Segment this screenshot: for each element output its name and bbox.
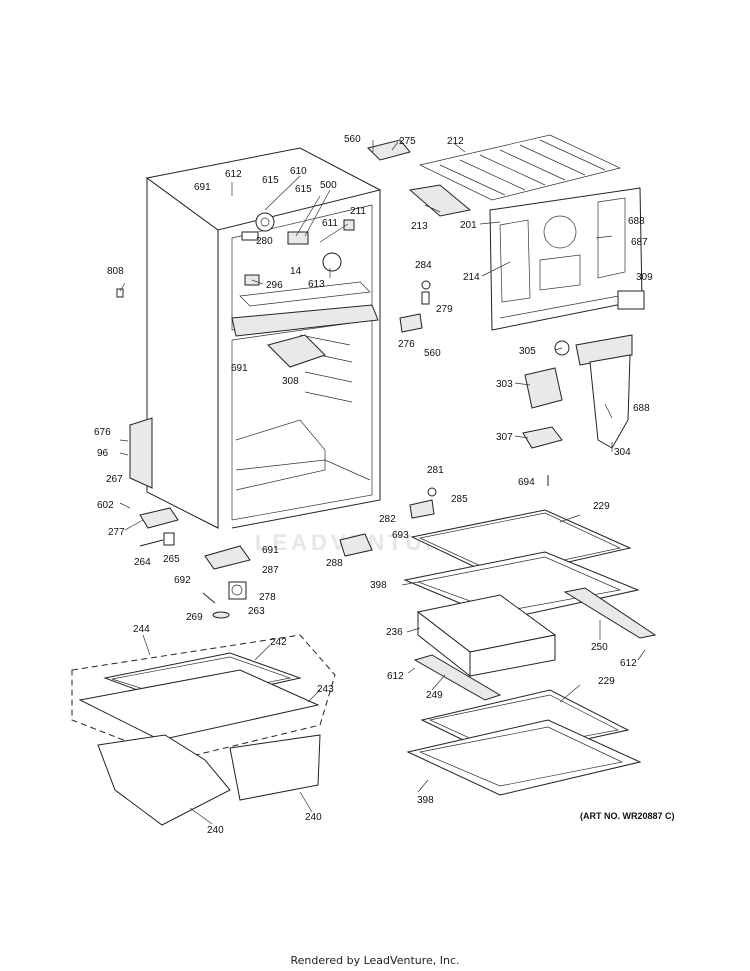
part-label: 249 — [426, 690, 443, 701]
part-label: 201 — [460, 220, 477, 231]
part-label: 612 — [387, 671, 404, 682]
part-label: 309 — [636, 272, 653, 283]
part-label: 307 — [496, 432, 513, 443]
part-label: 676 — [94, 427, 111, 438]
part-label: 275 — [399, 136, 416, 147]
small-parts — [116, 139, 549, 619]
part-label: 287 — [262, 565, 279, 576]
part-label: 691 — [231, 363, 248, 374]
part-label: 265 — [163, 554, 180, 565]
part-label: 611 — [322, 218, 338, 229]
part-label: 240 — [207, 825, 224, 836]
ice-tray-213 — [408, 184, 472, 217]
footer-credit: Rendered by LeadVenture, Inc. — [290, 954, 460, 967]
part-label: 229 — [593, 501, 610, 512]
part-label: 264 — [134, 557, 151, 568]
part-label: 308 — [282, 376, 299, 387]
part-label: 281 — [427, 465, 444, 476]
part-label: 305 — [519, 346, 536, 357]
part-label: 398 — [370, 580, 387, 591]
part-label: 612 — [620, 658, 637, 669]
part-label: 602 — [97, 500, 114, 511]
part-label: 269 — [186, 612, 203, 623]
part-label: 612 — [225, 169, 242, 180]
part-label: 808 — [107, 266, 124, 277]
shelf-frame-398-lower — [406, 719, 642, 796]
part-label: 692 — [174, 575, 191, 586]
part-label: 96 — [97, 448, 109, 459]
part-number-labels: 560 275 212 612 610 691 615 615 500 211 … — [94, 134, 653, 836]
part-label: 277 — [108, 527, 125, 538]
part-label: 250 — [591, 642, 608, 653]
damper-parts — [522, 334, 633, 449]
part-label: 304 — [614, 447, 631, 458]
part-label: 500 — [320, 180, 337, 191]
part-label: 214 — [463, 272, 480, 283]
leader-lines — [119, 140, 646, 825]
part-label: 244 — [133, 624, 150, 635]
part-label: 303 — [496, 379, 513, 390]
part-label: 560 — [424, 348, 441, 359]
part-label: 243 — [317, 684, 334, 695]
part-label: 279 — [436, 304, 453, 315]
refrigerator-cabinet — [129, 147, 382, 570]
part-label: 615 — [262, 175, 279, 186]
part-label: 691 — [262, 545, 279, 556]
part-label: 688 — [628, 216, 645, 227]
part-label: 691 — [194, 182, 211, 193]
part-label: 278 — [259, 592, 276, 603]
part-label: 276 — [398, 339, 415, 350]
part-label: 212 — [447, 136, 464, 147]
part-label: 240 — [305, 812, 322, 823]
drawer-assembly-244 — [71, 634, 336, 826]
part-label: 284 — [415, 260, 432, 271]
part-label: 285 — [451, 494, 468, 505]
glass-shelf-229-upper — [410, 509, 632, 579]
part-label: 687 — [631, 237, 648, 248]
art-number: (ART NO. WR20887 C) — [580, 811, 675, 821]
part-label: 560 — [344, 134, 361, 145]
part-label: 263 — [248, 606, 265, 617]
part-label: 236 — [386, 627, 403, 638]
rails-250-249 — [413, 587, 657, 701]
part-label: 267 — [106, 474, 123, 485]
part-label: 213 — [411, 221, 428, 232]
freezer-shelf-212 — [418, 134, 622, 201]
part-label: 613 — [308, 279, 325, 290]
part-label: 688 — [633, 403, 650, 414]
part-label: 288 — [326, 558, 343, 569]
part-label: 610 — [290, 166, 307, 177]
part-label: 211 — [350, 206, 366, 217]
part-label: 242 — [270, 637, 287, 648]
part-label: 229 — [598, 676, 615, 687]
part-label: 693 — [392, 530, 409, 541]
part-label: 280 — [256, 236, 273, 247]
part-label: 282 — [379, 514, 396, 525]
crisper-drawer-236 — [416, 594, 557, 678]
part-label: 615 — [295, 184, 312, 195]
part-label: 296 — [266, 280, 283, 291]
part-label: 398 — [417, 795, 434, 806]
part-label: 14 — [290, 266, 302, 277]
label-309 — [617, 290, 645, 310]
part-label: 694 — [518, 477, 535, 488]
